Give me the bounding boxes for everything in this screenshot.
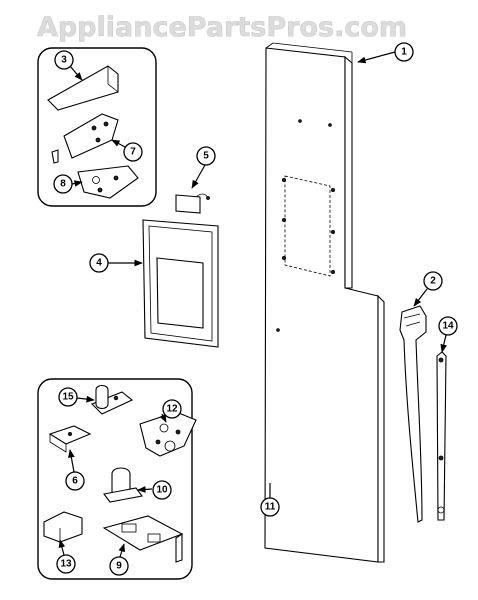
leader-9 [118, 543, 125, 558]
leader-8 [71, 180, 83, 187]
leader-13 [58, 539, 66, 556]
hinge-group-box-bottom [37, 378, 193, 580]
callout-1: 1 [394, 42, 414, 62]
callout-label-5: 5 [203, 151, 209, 162]
callout-8: 8 [53, 174, 73, 194]
callout-label-10: 10 [156, 485, 168, 496]
hinge-pin-bracket [91, 384, 134, 415]
hinge-group-box-top [37, 47, 157, 207]
leader-14 [440, 334, 448, 353]
callout-label-7: 7 [130, 147, 136, 158]
watermark-text: AppliancePartsPros.com [37, 12, 407, 43]
callout-3: 3 [54, 50, 74, 70]
leader-12 [159, 413, 167, 423]
hinge-cover-bottom [43, 511, 83, 543]
leader-10 [137, 486, 153, 493]
small-sensor-block [175, 193, 210, 214]
hinge-shim [48, 425, 92, 453]
callout-15: 15 [58, 387, 78, 407]
callout-label-9: 9 [116, 561, 122, 572]
callout-14: 14 [438, 316, 458, 336]
door-panel [264, 42, 385, 563]
leader-2 [413, 288, 428, 307]
callout-label-3: 3 [61, 55, 67, 66]
leader-3 [69, 65, 83, 81]
leader-7 [111, 139, 126, 148]
callout-label-14: 14 [442, 321, 454, 332]
bottom-hinge-plate [102, 515, 184, 563]
callout-11: 11 [260, 497, 280, 517]
hinge-pin [103, 467, 143, 503]
callout-label-2: 2 [430, 276, 436, 287]
hinge-plate-top [77, 165, 139, 199]
door-handle [399, 305, 427, 523]
leader-15 [76, 395, 95, 403]
hinge-bracket-top [51, 113, 119, 164]
dispenser-frame [142, 219, 219, 348]
callout-label-4: 4 [96, 258, 102, 269]
callout-5: 5 [196, 146, 216, 166]
callout-9: 9 [109, 556, 129, 576]
callout-13: 13 [56, 554, 76, 574]
leader-1 [357, 51, 396, 64]
callout-label-12: 12 [166, 404, 178, 415]
callout-7: 7 [123, 142, 143, 162]
callout-2: 2 [423, 271, 443, 291]
handle-trim-strip [436, 351, 447, 521]
leader-6 [68, 449, 75, 473]
callout-label-1: 1 [401, 47, 407, 58]
callout-label-13: 13 [60, 559, 72, 570]
callout-12: 12 [162, 399, 182, 419]
callout-label-6: 6 [72, 476, 78, 487]
hinge-bracket-large [139, 411, 197, 457]
hinge-cover-top [47, 65, 119, 111]
callout-label-8: 8 [60, 179, 66, 190]
callout-label-11: 11 [265, 502, 276, 513]
callout-10: 10 [152, 480, 172, 500]
callout-label-15: 15 [62, 392, 74, 403]
callout-6: 6 [65, 471, 85, 491]
callout-4: 4 [89, 253, 109, 273]
leader-5 [191, 164, 206, 189]
